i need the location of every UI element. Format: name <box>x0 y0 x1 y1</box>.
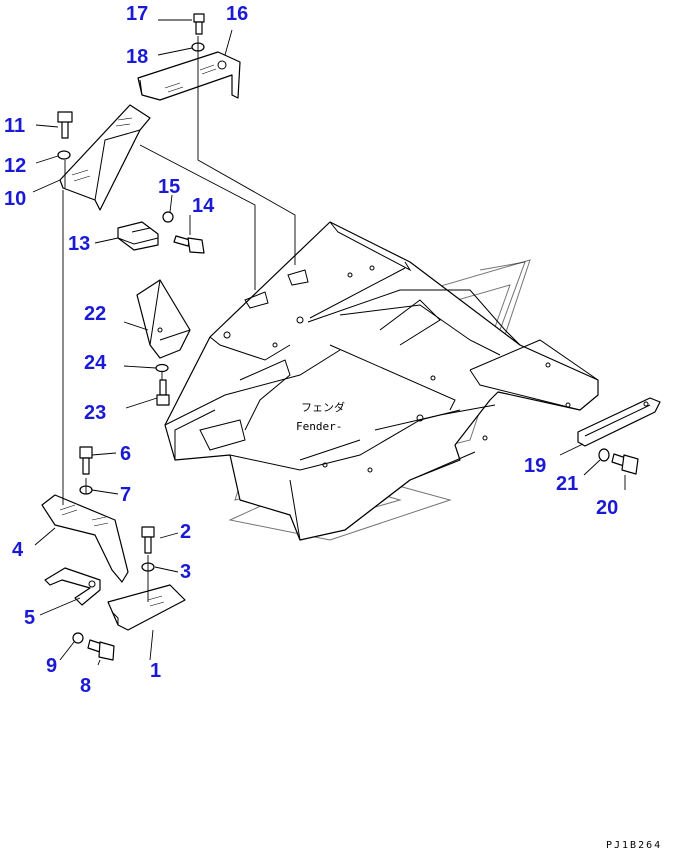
callout-17: 17 <box>126 3 148 25</box>
callout-10: 10 <box>4 188 26 210</box>
step-plate-4 <box>41 494 129 583</box>
callout-9: 9 <box>46 655 57 677</box>
callout-19: 19 <box>524 455 546 477</box>
callout-6: 6 <box>120 443 131 465</box>
washer-24 <box>155 363 169 373</box>
callout-18: 18 <box>126 46 148 68</box>
block-13 <box>117 221 159 251</box>
cover-22 <box>136 279 191 359</box>
washer-12 <box>57 150 71 160</box>
callout-2: 2 <box>180 521 191 543</box>
assembly-guide-lines <box>62 36 296 602</box>
callout-1: 1 <box>150 660 161 682</box>
fender-caption: フェンダ Fender- <box>296 400 345 433</box>
callout-numbers: 1 2 3 4 5 6 7 8 9 10 11 12 13 14 15 16 1… <box>4 3 618 697</box>
bolt-23 <box>156 379 170 406</box>
washer-15 <box>162 211 174 223</box>
step-plate-16 <box>137 51 241 101</box>
callout-21: 21 <box>556 473 578 495</box>
bolt-20 <box>611 453 639 475</box>
washer-21 <box>598 448 610 462</box>
bolt-6 <box>79 446 93 475</box>
callout-11: 11 <box>4 115 25 137</box>
washer-9 <box>72 632 84 644</box>
bar-19 <box>577 397 661 447</box>
bolt-14 <box>173 235 205 254</box>
bolt-11 <box>57 111 73 139</box>
callout-7: 7 <box>120 484 131 506</box>
figure-code: PJ1B264 <box>606 840 662 851</box>
step-plate-1 <box>107 584 186 631</box>
callout-12: 12 <box>4 155 26 177</box>
callout-leaders <box>32 19 626 666</box>
bolt-8 <box>87 639 115 661</box>
callout-3: 3 <box>180 561 191 583</box>
callout-15: 15 <box>158 176 180 198</box>
fender-label-en: Fender- <box>296 420 342 433</box>
bracket-10 <box>59 104 151 211</box>
callout-14: 14 <box>192 195 215 217</box>
bolt-2 <box>141 526 155 554</box>
callout-13: 13 <box>68 233 90 255</box>
bracket-5 <box>44 567 101 606</box>
fender-frame <box>164 221 599 541</box>
fender-label-jp: フェンダ <box>301 400 345 414</box>
callout-16: 16 <box>226 3 248 25</box>
callout-23: 23 <box>84 402 106 424</box>
callout-4: 4 <box>12 539 24 561</box>
callout-20: 20 <box>596 497 618 519</box>
bolt-17 <box>193 13 205 35</box>
callout-22: 22 <box>84 303 106 325</box>
callout-8: 8 <box>80 675 91 697</box>
callout-24: 24 <box>84 352 107 374</box>
callout-5: 5 <box>24 607 35 629</box>
